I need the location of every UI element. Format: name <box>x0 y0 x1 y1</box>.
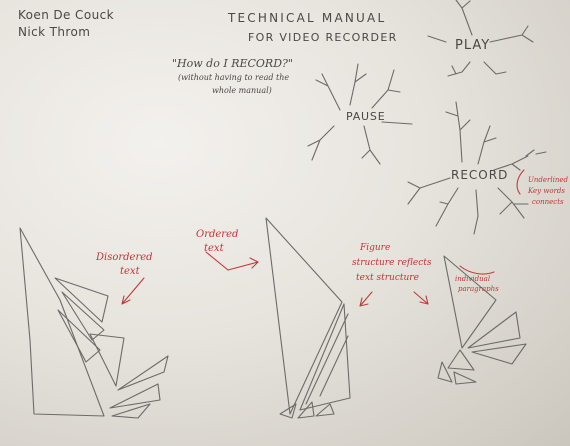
title-line-2: FOR VIDEO RECORDER <box>248 31 398 44</box>
disordered-text-label-2: text <box>120 266 140 277</box>
author-name-1: Koen De Couck <box>18 8 114 22</box>
individual-paragraphs-line-2: paragraphs <box>458 285 499 293</box>
figure-note-line-1: Figure <box>360 243 391 253</box>
mindmap-branches <box>307 0 547 235</box>
figure-note-line-2: structure reflects <box>352 258 432 268</box>
disordered-text-label-1: Disordered <box>96 252 153 263</box>
figure-note-line-3: text structure <box>356 273 419 283</box>
highlight-note-line-2: Key words <box>528 187 565 195</box>
pause-label: PAUSE <box>346 110 386 123</box>
question-line-3: whole manual) <box>212 86 272 95</box>
play-label: PLAY <box>455 38 491 53</box>
question-line-1: "How do I RECORD?" <box>172 57 293 70</box>
title-line-1: TECHNICAL MANUAL <box>228 11 387 25</box>
paragraph-figure <box>437 255 527 385</box>
record-label: RECORD <box>451 168 509 182</box>
highlight-note-line-3: connects <box>532 198 564 206</box>
individual-paragraphs-line-1: individual <box>455 275 491 283</box>
question-line-2: (without having to read the <box>178 73 290 82</box>
author-name-2: Nick Throm <box>18 25 91 39</box>
ordered-text-label-1: Ordered <box>196 229 239 240</box>
ordered-text-label-2: text <box>204 243 224 254</box>
highlight-note-line-1: Underlined <box>528 176 568 184</box>
ordered-figure <box>265 217 351 419</box>
red-arrows <box>121 169 525 307</box>
disordered-figure <box>19 227 169 419</box>
